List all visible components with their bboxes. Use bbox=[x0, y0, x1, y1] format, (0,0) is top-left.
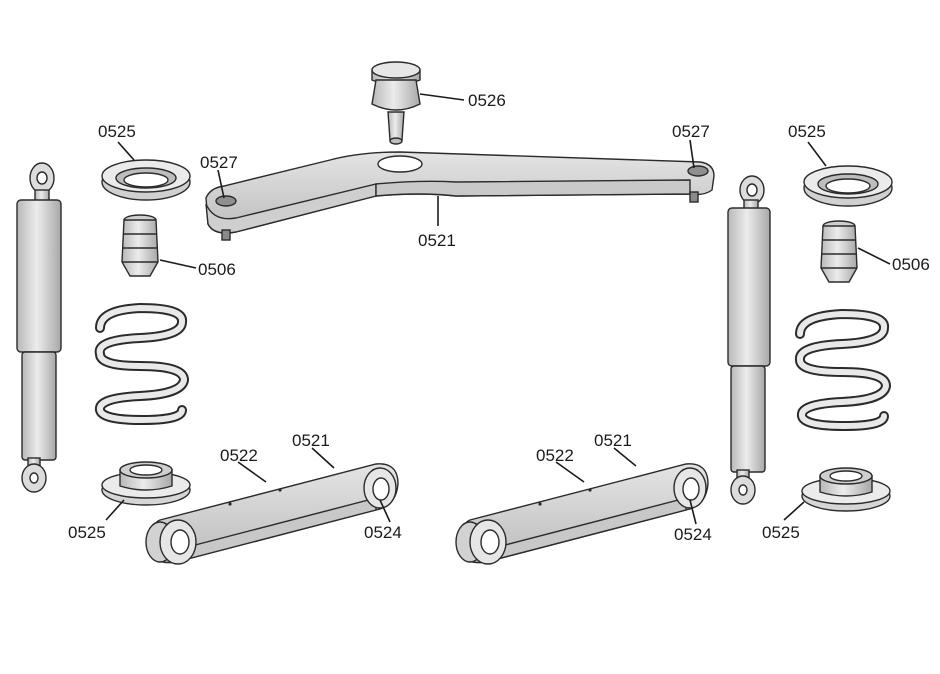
coil-spring-left bbox=[94, 302, 190, 426]
spring-seat-top-right bbox=[803, 165, 893, 207]
coil-spring-right bbox=[795, 308, 892, 432]
lower-arm-left bbox=[145, 463, 399, 565]
bump-stop-left bbox=[121, 214, 159, 277]
part-labels: 0526 0527 0527 0521 0525 0525 0506 0506 … bbox=[68, 91, 930, 544]
label-0525-top-left: 0525 bbox=[98, 122, 136, 141]
label-0522-left: 0522 bbox=[220, 446, 258, 465]
label-0527-right: 0527 bbox=[672, 122, 710, 141]
label-0506-left: 0506 bbox=[198, 260, 236, 279]
spring-seat-bottom-left bbox=[101, 461, 191, 506]
spring-seat-bottom-right bbox=[801, 467, 891, 512]
spring-seat-top-left bbox=[101, 159, 191, 201]
label-0521-top: 0521 bbox=[418, 231, 456, 250]
label-0522-right: 0522 bbox=[536, 446, 574, 465]
label-0521-left: 0521 bbox=[292, 431, 330, 450]
label-0527-left: 0527 bbox=[200, 153, 238, 172]
bump-stop-right bbox=[820, 220, 858, 283]
a-frame-0521 bbox=[205, 151, 715, 241]
label-0526: 0526 bbox=[468, 91, 506, 110]
lower-arm-right bbox=[455, 463, 709, 565]
label-0524-left: 0524 bbox=[364, 523, 402, 542]
shock-absorber-right bbox=[727, 175, 771, 505]
shock-absorber-left bbox=[16, 162, 62, 493]
label-0525-top-right: 0525 bbox=[788, 122, 826, 141]
ball-joint-0526 bbox=[371, 61, 421, 145]
label-0525-bottom-left: 0525 bbox=[68, 523, 106, 542]
leader-lines bbox=[105, 93, 891, 525]
label-0524-right: 0524 bbox=[674, 525, 712, 544]
label-0506-right: 0506 bbox=[892, 255, 930, 274]
label-0525-bottom-right: 0525 bbox=[762, 523, 800, 542]
label-0521-right: 0521 bbox=[594, 431, 632, 450]
